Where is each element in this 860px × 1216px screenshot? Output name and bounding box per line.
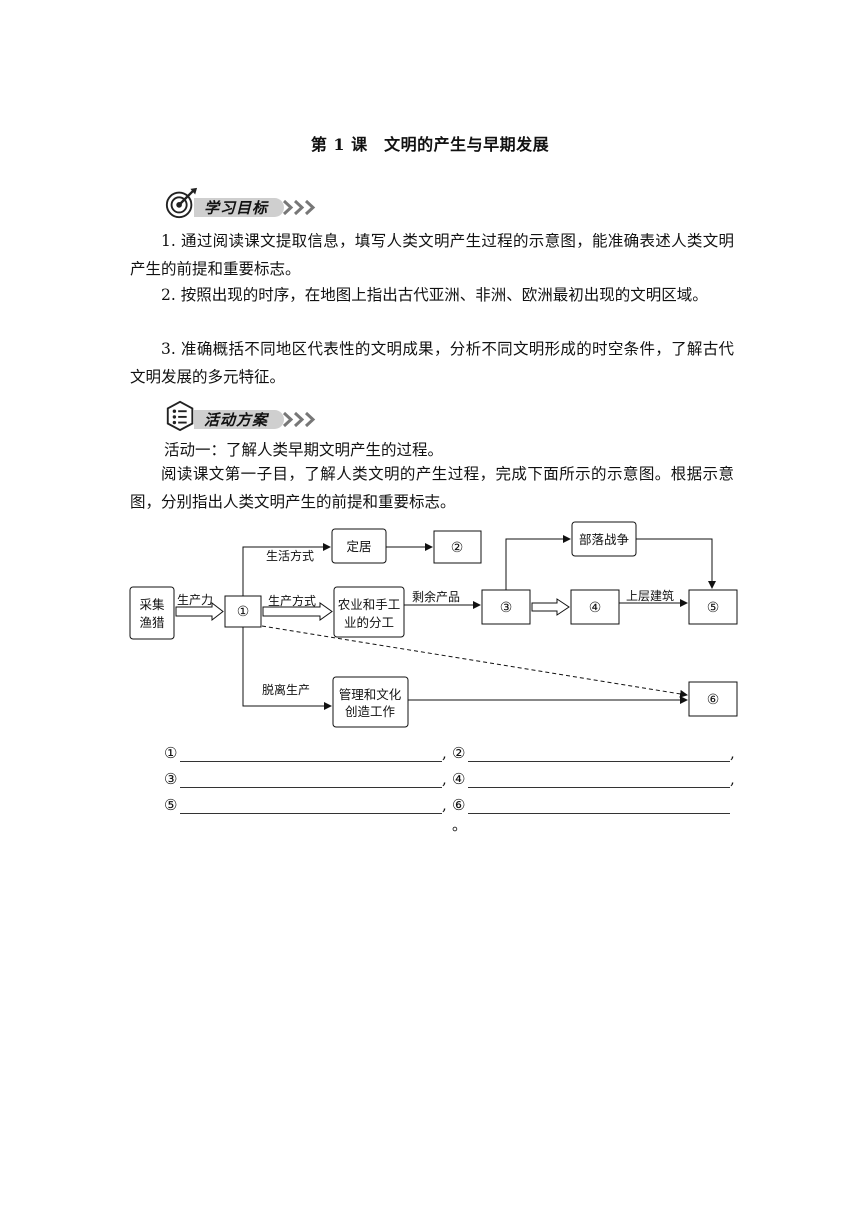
page-title: 第 1 课 文明的产生与早期发展 (310, 135, 550, 154)
objectives-label: 学习目标 (204, 199, 269, 217)
box-6-label: ⑥ (707, 692, 720, 708)
box-management (332, 676, 409, 728)
war-label: 部落战争 (579, 532, 629, 547)
answer-blank-1[interactable] (180, 745, 442, 762)
target-icon (165, 187, 198, 219)
mgmt-text-1: 管理和文化 (339, 687, 402, 702)
label-surplus: 剩余产品 (412, 589, 460, 604)
label-production-mode: 生产方式 (268, 593, 316, 608)
box-settle (331, 528, 387, 564)
answer-row: ⑤, ⑥。 (164, 796, 744, 834)
label-detach: 脱离生产 (262, 682, 310, 697)
box-gather-hunt (129, 586, 175, 640)
answer-blank-5[interactable] (180, 797, 442, 814)
answer-blank-4[interactable] (468, 771, 730, 788)
answer-row: ①, ②, (164, 744, 735, 762)
answer-num-2: ② (452, 744, 466, 762)
box-3-label: ③ (500, 600, 513, 616)
answer-blanks: ①, ②, ③, ④, ⑤, ⑥。 (164, 744, 744, 834)
agri-text-2: 业的分工 (344, 615, 394, 630)
activities-label: 活动方案 (204, 411, 269, 429)
activity-1-title: 活动一：了解人类早期文明产生的过程。 (164, 441, 444, 459)
objective-1: 1. 通过阅读课文提取信息，填写人类文明产生过程的示意图，能准确表述人类文明产生… (130, 232, 734, 278)
hollow-arrow-productivity (175, 601, 224, 622)
objective-2: 2. 按照出现的时序，在地图上指出古代亚洲、非洲、欧洲最初出现的文明区域。 (161, 286, 708, 304)
answer-blank-3[interactable] (180, 771, 442, 788)
chevron-right-icon (282, 199, 316, 216)
chevron-right-icon (282, 411, 316, 428)
label-productivity: 生产力 (177, 593, 213, 607)
label-lifestyle: 生活方式 (266, 548, 314, 563)
settle-label: 定居 (346, 539, 371, 554)
gather-text-1: 采集 (139, 597, 165, 612)
box-5-label: ⑤ (707, 600, 720, 616)
objectives-banner: 学习目标 (164, 186, 334, 220)
objective-3: 3. 准确概括不同地区代表性的文明成果，分析不同文明形成的时空条件，了解古代文明… (130, 340, 734, 386)
label-superstructure: 上层建筑 (626, 588, 674, 603)
arrow-3-war (505, 535, 571, 590)
answer-row: ③, ④, (164, 770, 735, 788)
activity-1-instruction: 阅读课文第一子目，了解人类文明的产生过程，完成下面所示的示意图。根据示意图，分别… (130, 465, 734, 511)
box-3 (481, 589, 531, 625)
answer-num-1: ① (164, 744, 178, 762)
answer-blank-2[interactable] (468, 745, 730, 762)
arrow-1-6-dashed (261, 625, 688, 698)
box-5 (688, 589, 738, 625)
box-6 (688, 681, 738, 717)
list-icon (166, 400, 194, 432)
box-agri-division (333, 586, 405, 638)
arrow-detach (242, 627, 332, 710)
agri-text-1: 农业和手工 (338, 597, 401, 612)
activities-banner: 活动方案 (164, 398, 334, 432)
answer-num-5: ⑤ (164, 796, 178, 814)
answer-num-3: ③ (164, 770, 178, 788)
answer-num-6: ⑥ (452, 796, 466, 814)
box-4-label: ④ (589, 600, 602, 616)
answer-blank-6[interactable] (468, 797, 730, 814)
box-2 (433, 530, 482, 564)
box-2-label: ② (451, 540, 464, 556)
hollow-arrow-3-4 (531, 598, 570, 616)
gather-text-2: 渔猎 (139, 615, 164, 630)
box-1-label: ① (237, 604, 250, 620)
civilization-flow-diagram: 采集 渔猎 ① 定居 ② 农业和手工 业的分工 ③ ④ ⑤ 部落战争 管理和文化… (129, 521, 738, 728)
arrow-lifestyle (242, 543, 331, 596)
mgmt-text-2: 创造工作 (345, 704, 396, 719)
arrow-war-5 (636, 538, 716, 589)
hollow-arrow-production-mode (262, 602, 333, 621)
answer-num-4: ④ (452, 770, 466, 788)
box-4 (570, 589, 620, 625)
